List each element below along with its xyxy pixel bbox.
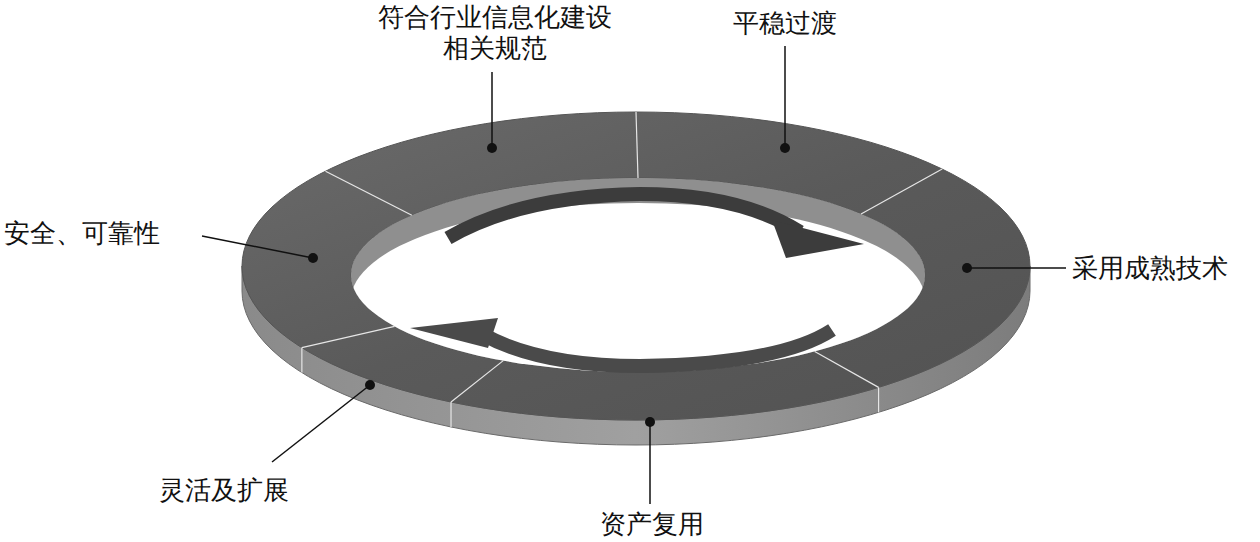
segment-divider — [636, 112, 638, 178]
leader-line — [491, 72, 493, 148]
leader-dot — [308, 253, 318, 263]
callout-label: 安全、可靠性 — [4, 218, 160, 249]
segment-divider — [301, 348, 302, 373]
arrow-head — [410, 318, 498, 348]
segment-divider — [302, 326, 395, 347]
arrow-head — [772, 220, 864, 258]
leader-line — [202, 236, 313, 258]
leader-line — [967, 267, 1066, 269]
segment-divider — [815, 351, 879, 387]
segment-divider — [878, 387, 879, 412]
segment-divider — [326, 171, 412, 215]
cycle-arrow — [448, 194, 800, 238]
segment-divider — [451, 361, 503, 402]
leader-dot — [645, 417, 655, 427]
leader-line — [272, 385, 370, 462]
leader-dot — [365, 380, 375, 390]
callout-label: 平稳过渡 — [733, 8, 837, 39]
ring-hole — [351, 203, 925, 397]
ring-top — [242, 112, 1030, 420]
callout-label: 资产复用 — [600, 509, 704, 540]
leader-dot — [780, 143, 790, 153]
callout-label: 灵活及扩展 — [159, 475, 289, 506]
segment-divider — [861, 169, 942, 214]
callout-label: 采用成熟技术 — [1072, 253, 1228, 284]
leader-dot — [962, 263, 972, 273]
callout-label: 符合行业信息化建设 相关规范 — [350, 2, 640, 64]
cycle-arrow — [482, 330, 832, 366]
segment-divider — [450, 402, 451, 427]
leader-line — [784, 46, 786, 148]
leader-dot — [487, 143, 497, 153]
leader-line — [649, 422, 651, 504]
